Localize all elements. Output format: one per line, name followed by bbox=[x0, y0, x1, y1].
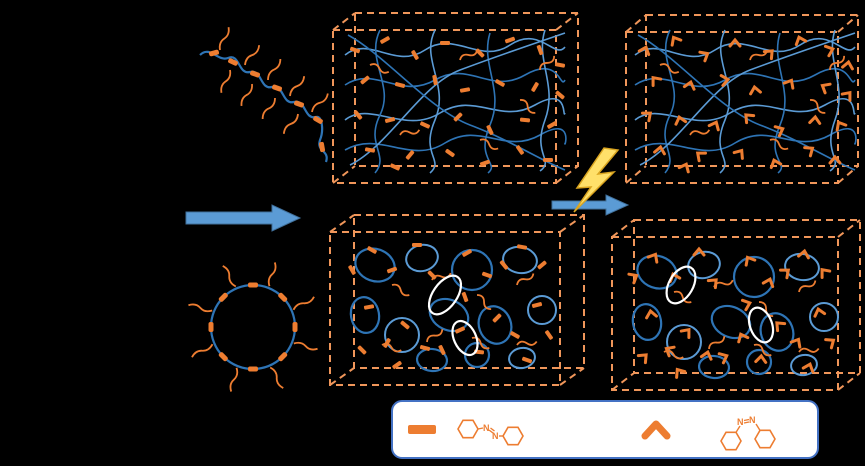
legend: N N N N bbox=[391, 400, 819, 459]
highlight-ellipses bbox=[427, 274, 479, 357]
cyclic-polymer-ring-icon bbox=[187, 261, 319, 393]
highlight-ellipses bbox=[665, 265, 775, 344]
trans-crosslink-markers bbox=[349, 35, 566, 171]
nitrogen-label: N bbox=[749, 415, 756, 425]
network-box-cyclic-dark bbox=[329, 214, 585, 386]
cis-azobenzene-bent-icon bbox=[641, 420, 671, 440]
cis-crosslink-markers bbox=[637, 33, 856, 174]
trans-azobenzene-bar-icon bbox=[408, 425, 436, 434]
trans-azobenzene-structure-icon: N N bbox=[457, 419, 524, 446]
network-box-linear-uv bbox=[625, 14, 859, 184]
uv-arrow-icon bbox=[551, 194, 630, 216]
nitrogen-label: N bbox=[492, 431, 499, 441]
nitrogen-label: N bbox=[737, 417, 744, 427]
network-box-linear-dark bbox=[332, 12, 579, 184]
cis-crosslink-markers bbox=[627, 247, 838, 379]
network-box-cyclic-uv bbox=[611, 219, 861, 391]
uv-light-bolt-icon bbox=[573, 147, 620, 213]
cis-azobenzene-structure-icon: N N bbox=[720, 415, 776, 451]
right-arrow-icon bbox=[185, 204, 302, 232]
legend-box bbox=[391, 400, 819, 459]
linear-polymer-chain-icon bbox=[199, 26, 332, 163]
nitrogen-label: N bbox=[483, 423, 490, 433]
